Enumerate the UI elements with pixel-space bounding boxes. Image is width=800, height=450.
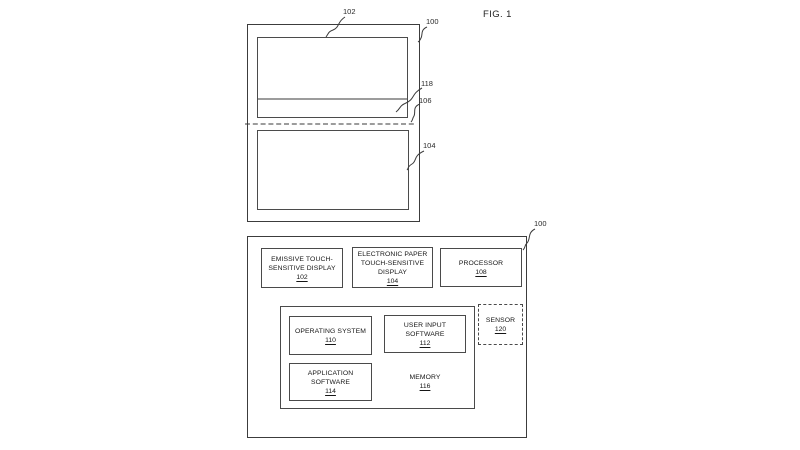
block-processor: PROCESSOR 108 xyxy=(440,248,522,287)
block-sensor-label: SENSOR xyxy=(485,316,516,324)
block-memory-label-group: MEMORY 116 xyxy=(384,366,466,398)
block-user-input-software: USER INPUT SOFTWARE 112 xyxy=(384,315,466,353)
ref-callout-104-device: 104 xyxy=(423,141,436,150)
block-sensor-ref: 120 xyxy=(494,325,507,333)
block-user-input-software-ref: 112 xyxy=(419,339,431,347)
block-emissive-display: EMISSIVE TOUCH- SENSITIVE DISPLAY 102 xyxy=(261,248,343,288)
block-processor-label: PROCESSOR xyxy=(458,259,504,267)
block-user-input-software-label: USER INPUT SOFTWARE xyxy=(403,321,447,338)
block-application-software-label: APPLICATION SOFTWARE xyxy=(307,369,354,386)
ref-callout-102: 102 xyxy=(343,7,356,16)
block-memory-label: MEMORY xyxy=(409,374,441,381)
block-epaper-display: ELECTRONIC PAPER TOUCH-SENSITIVE DISPLAY… xyxy=(352,247,433,288)
ref-callout-118: 118 xyxy=(421,79,433,88)
block-operating-system-ref: 110 xyxy=(325,336,336,344)
block-operating-system: OPERATING SYSTEM 110 xyxy=(289,316,372,355)
block-sensor: SENSOR 120 xyxy=(478,304,523,345)
block-emissive-display-ref: 102 xyxy=(296,273,308,281)
epaper-display-screen xyxy=(257,130,409,210)
block-application-software-ref: 114 xyxy=(325,387,336,395)
figure-title: FIG. 1 xyxy=(483,9,512,20)
block-application-software: APPLICATION SOFTWARE 114 xyxy=(289,363,372,401)
ref-callout-100-device: 100 xyxy=(426,17,439,26)
block-memory-ref: 116 xyxy=(419,383,431,390)
block-processor-ref: 108 xyxy=(475,268,487,276)
ref-callout-106: 106 xyxy=(419,96,432,105)
emissive-display-screen xyxy=(257,37,408,118)
block-emissive-display-label: EMISSIVE TOUCH- SENSITIVE DISPLAY xyxy=(268,255,336,272)
block-epaper-display-label: ELECTRONIC PAPER TOUCH-SENSITIVE DISPLAY xyxy=(357,250,428,276)
block-epaper-display-ref: 104 xyxy=(386,277,399,285)
block-operating-system-label: OPERATING SYSTEM xyxy=(295,327,366,335)
ref-callout-100-block: 100 xyxy=(534,219,547,228)
